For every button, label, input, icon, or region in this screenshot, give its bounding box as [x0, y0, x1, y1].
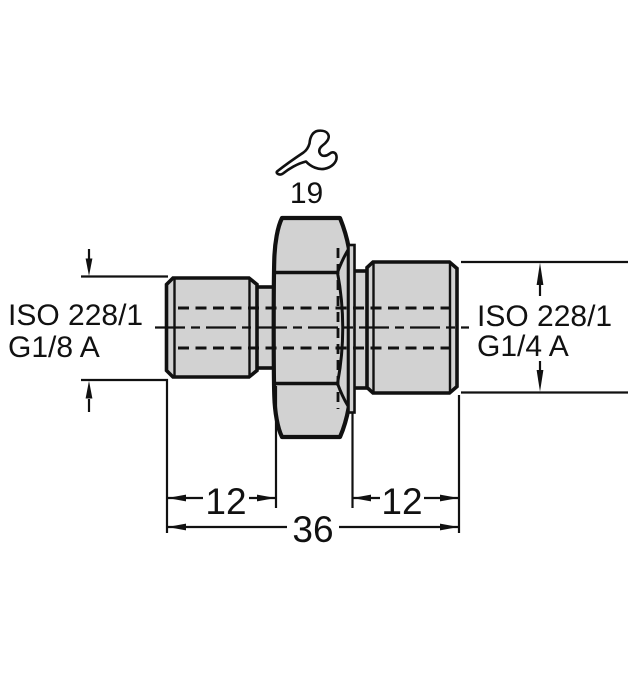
arrow-right-icon	[257, 494, 276, 502]
arrow-up-icon	[536, 262, 544, 285]
arrow-right-icon	[440, 494, 459, 502]
wrench-callout: 19	[275, 129, 338, 210]
right-thread-label-line1: ISO 228/1	[477, 300, 612, 333]
fitting-body	[155, 215, 469, 440]
arrow-left-icon	[167, 494, 186, 502]
hex-chamfer-arc-middle	[336, 272, 345, 384]
left-diameter-dimension	[81, 249, 168, 412]
left-thread-label-line2: G1/8 A	[8, 331, 100, 364]
arrow-down-icon	[536, 370, 544, 392]
overall-length-dimension: 36	[167, 509, 459, 550]
right-thread-label-line2: G1/4 A	[477, 330, 569, 363]
arrow-left-icon	[352, 494, 371, 502]
right-thread-label: ISO 228/1 G1/4 A	[477, 300, 612, 363]
left-length-dimension: 12	[167, 481, 276, 522]
right-length-value: 12	[381, 481, 422, 522]
left-length-value: 12	[205, 481, 246, 522]
arrow-left-icon	[167, 523, 186, 531]
wrench-size-label: 19	[290, 177, 323, 210]
right-length-dimension: 12	[352, 481, 459, 522]
left-thread-label: ISO 228/1 G1/8 A	[8, 299, 143, 364]
right-diameter-dimension	[461, 260, 628, 394]
overall-length-value: 36	[292, 509, 333, 550]
arrow-down-icon	[85, 258, 93, 276]
wrench-icon	[275, 129, 338, 176]
sealing-collar	[347, 243, 356, 414]
left-thread-label-line1: ISO 228/1	[8, 299, 143, 332]
extension-lines	[165, 379, 461, 533]
arrow-right-icon	[440, 523, 459, 531]
arrow-up-icon	[85, 380, 93, 399]
